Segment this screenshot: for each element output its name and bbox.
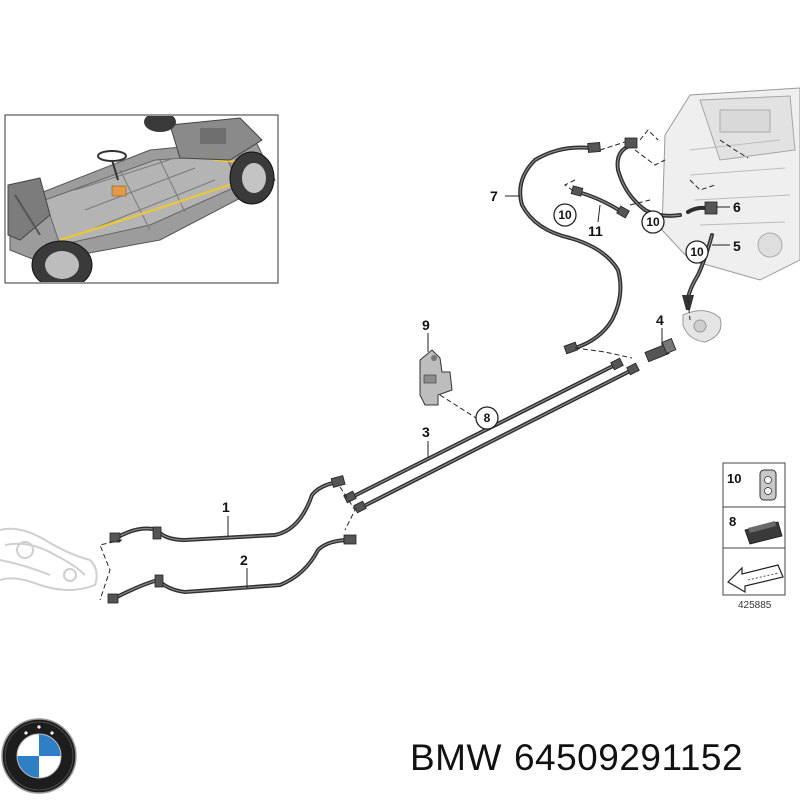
legend-label-8: 8 — [729, 514, 736, 529]
callout-2: 2 — [240, 552, 248, 568]
circled-ref-8: 8 — [475, 406, 499, 430]
svg-text:10: 10 — [646, 215, 660, 229]
parts-legend: 10 8 — [722, 462, 786, 596]
hose-6 — [686, 201, 718, 215]
callout-6: 6 — [733, 199, 741, 215]
hose-11 — [570, 185, 630, 219]
circled-ref-10-c: 10 — [685, 240, 709, 264]
legend-label-10: 10 — [727, 471, 741, 486]
circled-ref-10-b: 10 — [641, 210, 665, 234]
bracket-9 — [419, 349, 453, 406]
part-number: 64509291152 — [513, 737, 744, 778]
svg-text:10: 10 — [558, 208, 572, 222]
vehicle-inset — [4, 114, 279, 284]
callout-9: 9 — [422, 317, 430, 333]
rear-subframe-ghost — [0, 527, 98, 591]
callout-4: 4 — [656, 312, 664, 328]
direction-arrow-icon — [727, 564, 784, 594]
hose-1 — [109, 475, 346, 543]
callout-3: 3 — [422, 424, 430, 440]
svg-text:8: 8 — [484, 411, 491, 425]
brand-name: BMW — [410, 737, 502, 778]
callout-7: 7 — [490, 188, 498, 204]
clip-8-icon — [744, 521, 783, 545]
drawing-number: 425885 — [738, 600, 772, 611]
bmw-roundel-icon — [1, 718, 77, 794]
part-caption: BMW 64509291152 — [410, 737, 755, 779]
circled-ref-10-a: 10 — [553, 203, 577, 227]
callout-11: 11 — [588, 223, 603, 239]
hose-7 — [518, 142, 623, 355]
circled-references: 10 10 10 8 — [475, 203, 709, 430]
svg-text:10: 10 — [690, 245, 704, 259]
hose-2 — [107, 534, 357, 604]
callout-1: 1 — [222, 499, 230, 515]
callout-5: 5 — [733, 238, 741, 254]
drive-unit-ghost — [661, 87, 800, 343]
leader-lines — [99, 129, 749, 601]
hose-3 — [343, 357, 640, 514]
connector-4 — [644, 338, 677, 363]
clip-10-icon — [759, 469, 777, 501]
callouts: 7 11 6 5 4 9 3 1 2 — [222, 188, 741, 568]
